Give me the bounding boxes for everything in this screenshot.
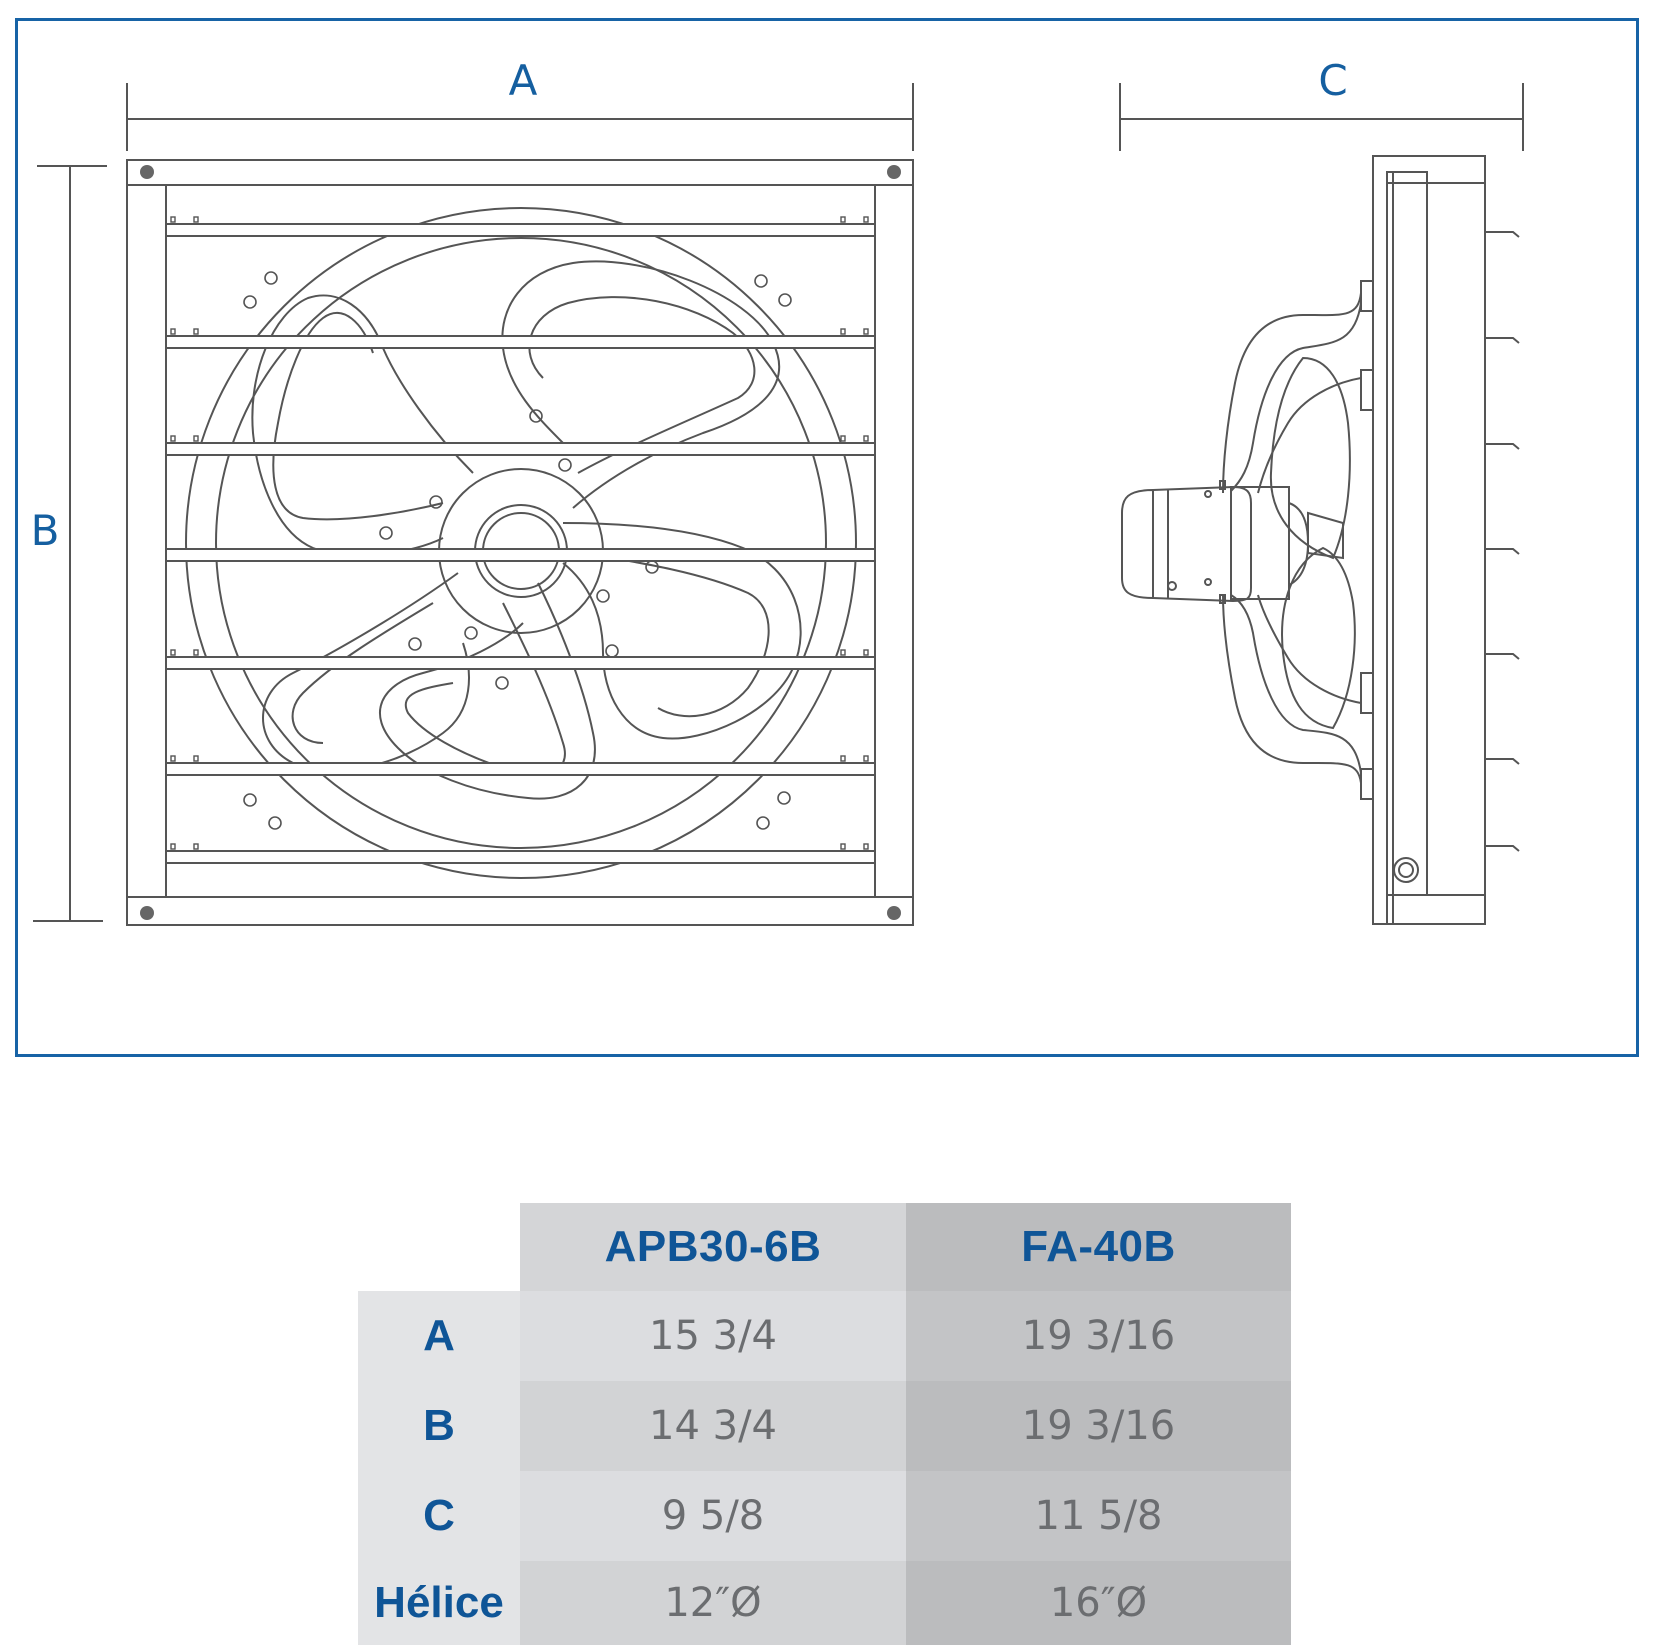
dimension-b-label: B	[31, 506, 60, 555]
cell-value: 9 5/8	[520, 1471, 906, 1561]
louver-ticks	[1485, 231, 1520, 852]
dimension-a: A	[126, 56, 914, 151]
fan-ring	[185, 207, 857, 879]
motor-bracket	[1222, 292, 1362, 784]
cell-value: 19 3/16	[906, 1381, 1291, 1471]
bolt	[887, 906, 901, 920]
spec-table: APB30-6B FA-40B A 15 3/4 19 3/16 B 14 3/…	[358, 1203, 1291, 1645]
cell-value: 16″Ø	[906, 1561, 1291, 1645]
side-view	[1121, 155, 1520, 925]
diagram-frame: A B C	[15, 18, 1639, 1057]
cell-value: 19 3/16	[906, 1291, 1291, 1381]
table-row: B 14 3/4 19 3/16	[358, 1381, 1291, 1471]
cell-value: 15 3/4	[520, 1291, 906, 1381]
column-header-fa-40b: FA-40B	[906, 1203, 1291, 1291]
dimension-a-label: A	[509, 56, 538, 105]
row-label-a: A	[358, 1291, 520, 1381]
table-row: Hélice 12″Ø 16″Ø	[358, 1561, 1291, 1645]
table-row: C 9 5/8 11 5/8	[358, 1471, 1291, 1561]
row-label-helice: Hélice	[358, 1561, 520, 1645]
bolt	[140, 906, 154, 920]
bolt	[887, 165, 901, 179]
bolt	[140, 165, 154, 179]
table-corner	[358, 1203, 520, 1291]
table-header-row: APB30-6B FA-40B	[358, 1203, 1291, 1291]
motor	[1121, 480, 1310, 604]
table-row: A 15 3/4 19 3/16	[358, 1291, 1291, 1381]
cell-value: 14 3/4	[520, 1381, 906, 1471]
cell-value: 12″Ø	[520, 1561, 906, 1645]
row-label-b: B	[358, 1381, 520, 1471]
mount-holes	[243, 271, 792, 830]
row-label-c: C	[358, 1471, 520, 1561]
slat-pins	[170, 216, 869, 850]
cell-value: 11 5/8	[906, 1471, 1291, 1561]
fan-drawing: A B C	[31, 56, 1524, 926]
bolt	[1393, 857, 1419, 883]
blade-profile	[1269, 356, 1356, 730]
louver-slats	[165, 223, 876, 864]
dimension-c: C	[1119, 56, 1524, 151]
dimension-b: B	[31, 165, 107, 922]
column-header-apb30-6b: APB30-6B	[520, 1203, 906, 1291]
front-view	[126, 159, 914, 926]
dimension-c-label: C	[1318, 56, 1347, 105]
